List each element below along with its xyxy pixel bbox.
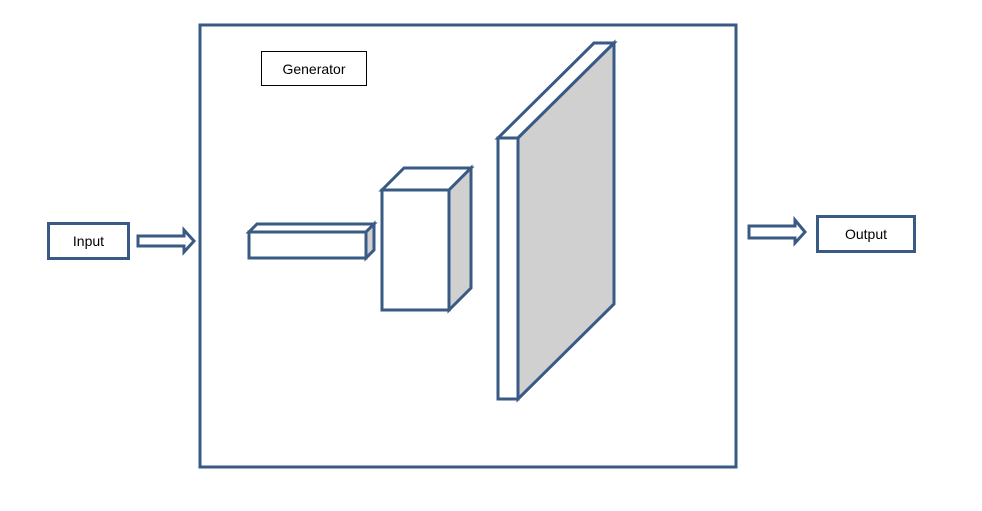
input-box: Input: [47, 222, 130, 260]
input-label: Input: [72, 233, 105, 249]
image-slab-block: [494, 39, 618, 403]
input-arrow-icon: [136, 226, 197, 256]
output-label: Output: [844, 226, 888, 242]
generator-label: Generator: [282, 60, 346, 77]
output-arrow-icon: [747, 215, 807, 247]
output-box: Output: [816, 215, 916, 253]
latent-vector-block: [245, 220, 378, 262]
feature-map-block: [378, 164, 475, 314]
generator-label-box: Generator: [261, 51, 367, 86]
